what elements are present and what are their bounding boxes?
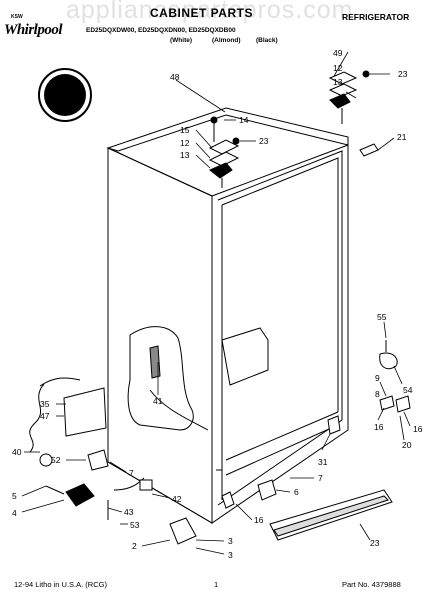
callout-21: 21 [397,132,407,142]
callout-7-b: 7 [318,473,323,483]
callout-4: 4 [12,508,17,518]
callout-6: 6 [294,487,299,497]
callout-2: 2 [132,541,137,551]
callout-23: 23 [398,69,408,79]
callout-3-b: 3 [228,550,233,560]
callout-16-b: 20 [402,440,412,450]
color-almond: (Almond) [212,37,241,44]
callout-13-b: 13 [180,150,190,160]
callout-9: 9 [375,373,380,383]
callout-35: 35 [40,399,50,409]
r12-badge: R12 [38,68,92,122]
callout-52: 52 [51,455,61,465]
callout-31: 31 [318,457,328,467]
lower-front-components [221,340,411,541]
callout-13: 13 [333,77,343,87]
callout-20: 16 [374,422,384,432]
callout-42: 42 [172,494,182,504]
part-number: Part No. 4379888 [342,580,401,589]
leader-lines [21,51,411,555]
callout-47: 47 [40,411,50,421]
callout-3: 3 [228,536,233,546]
page-title: CABINET PARTS [150,6,253,20]
watermark: appliancepartspros.com [66,0,354,24]
callout-55: 55 [377,312,387,322]
callout-53: 53 [130,520,140,530]
callout-labels: 48 49 12 13 23 14 15 12 13 23 21 41 55 9… [12,48,423,560]
callout-12: 12 [333,63,343,73]
color-black: (Black) [256,37,278,44]
brand-name: Whirlpool [4,22,63,38]
category-label: REFRIGERATOR [342,12,410,22]
callout-14: 14 [239,115,249,125]
callout-40: 40 [12,447,22,457]
callout-48: 48 [170,72,180,82]
color-white: (White) [170,37,193,44]
callout-41: 41 [153,396,163,406]
callout-22: 23 [370,538,380,548]
top-hinge-assembly [208,116,240,188]
callout-8: 8 [375,389,380,399]
callout-23-c: 16 [413,424,423,434]
callout-54: 54 [403,385,413,395]
left-components [29,345,197,545]
brand-small-text: KSW [11,14,23,20]
cabinet-body [106,107,349,524]
whirlpool-logo: KSW Whirlpool [2,10,68,42]
callout-5: 5 [12,491,17,501]
footer-print-info: 12-94 Litho in U.S.A. (RCG) [14,580,107,589]
callout-15: 15 [180,125,190,135]
callout-23-b: 23 [259,136,269,146]
callout-16: 16 [254,515,264,525]
r12-badge-text: R12 [47,85,81,107]
callout-7: 7 [129,468,134,478]
page-number: 1 [214,580,219,589]
callout-12-b: 12 [180,138,190,148]
model-numbers: ED25DQXDW00, ED25DQXDN00, ED25DQXDB00 [86,27,236,34]
callout-49: 49 [333,48,343,58]
upper-right-hinge [328,70,379,157]
callout-43: 43 [124,507,134,517]
